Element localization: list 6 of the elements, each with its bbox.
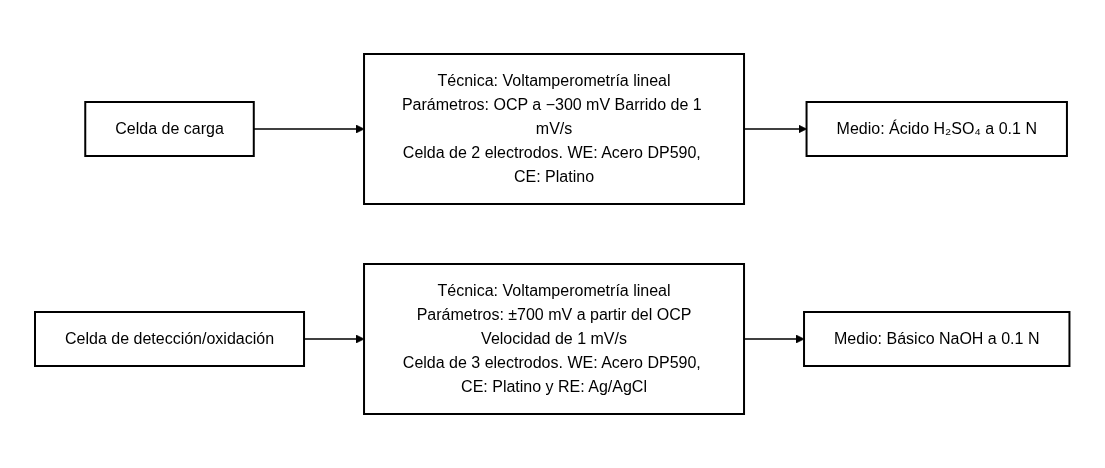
node-box: Técnica: Voltamperometría lineal Parámetros: OCP a −300 mV Barrido de 1 mV/s Celda de 2 electrodos. WE: Acero DP590, CE: Platino [363, 53, 746, 205]
node-box: Celda de carga [84, 101, 256, 157]
node-box: Medio: Ácido H₂SO₄ a 0.1 N [805, 101, 1069, 157]
node-box: Medio: Básico NaOH a 0.1 N [803, 311, 1071, 367]
node-box: Técnica: Voltamperometría lineal Parámetros: ±700 mV a partir del OCP Velocidad de 1 mV/s Celda de 3 electrodos. WE: Acero DP590, CE: Platino y RE: Ag/AgCl [363, 263, 746, 415]
node-box: Celda de detección/oxidación [34, 311, 306, 367]
